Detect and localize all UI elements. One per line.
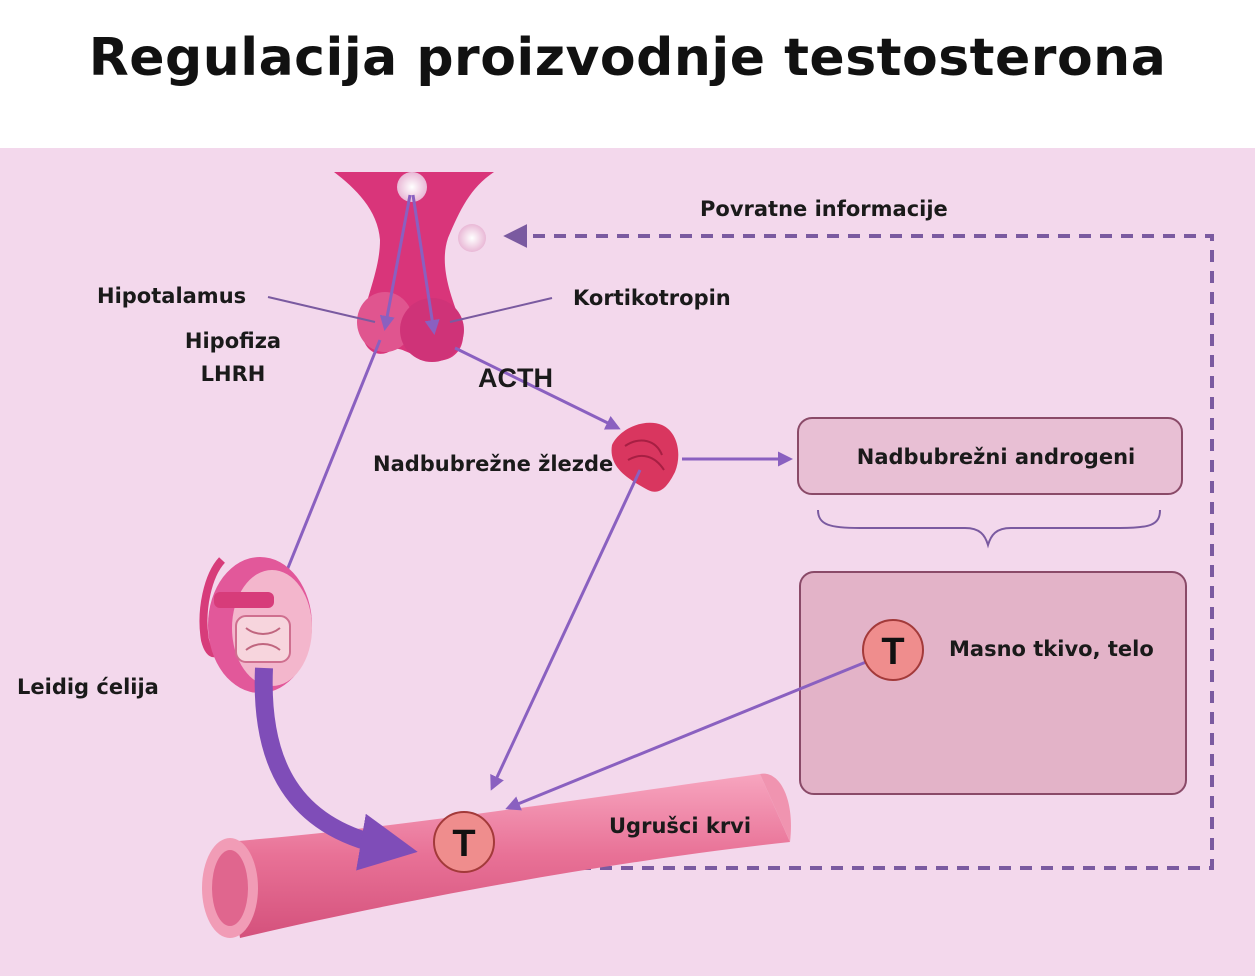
brace — [817, 509, 1161, 549]
corticotropin-label: Kortikotropin — [573, 286, 731, 310]
testosterone-blood-marker: T — [433, 811, 495, 873]
hypothalamus-arrow-left — [379, 194, 412, 331]
feedback-dashed-arrow — [495, 224, 1214, 870]
acth-label: ACTH — [478, 363, 553, 393]
hypothalamus-leader — [267, 296, 376, 323]
fat-tissue-box — [799, 571, 1187, 795]
page-title: Regulacija proizvodnje testosterona — [88, 28, 1167, 88]
leydig-to-blood-arrow — [254, 667, 418, 871]
hypothalamus-arrow-right — [411, 194, 440, 335]
t-fat-label: T — [881, 631, 904, 673]
fat-to-blood-arrow — [505, 660, 867, 811]
testosterone-fat-marker: T — [862, 619, 924, 681]
blood-vessel-icon — [202, 773, 791, 938]
testis-icon — [199, 557, 312, 693]
lhrh-arrow — [272, 339, 382, 603]
t-blood-label: T — [452, 823, 475, 865]
leydig-cell-label: Leidig ćelija — [17, 675, 159, 699]
hypothalamus-label: Hipotalamus — [97, 284, 246, 308]
adrenal-androgens-box — [797, 417, 1183, 495]
lhrh-label: LHRH — [201, 362, 266, 386]
pituitary-label: Hipofiza — [185, 329, 281, 353]
adrenal-to-blood-arrow — [490, 469, 642, 791]
acth-arrow — [454, 346, 621, 430]
fat-tissue-label: Masno tkivo, telo — [949, 637, 1154, 661]
blood-clots-label: Ugrušci krvi — [609, 814, 751, 838]
adrenal-androgens-label: Nadbubrežni androgeni — [857, 445, 1135, 469]
adrenal-gland-icon — [611, 422, 679, 492]
corticotropin-leader — [449, 297, 553, 323]
adrenal-glands-label: Nadbubrežne žlezde — [373, 452, 613, 476]
feedback-label: Povratne informacije — [700, 197, 948, 221]
